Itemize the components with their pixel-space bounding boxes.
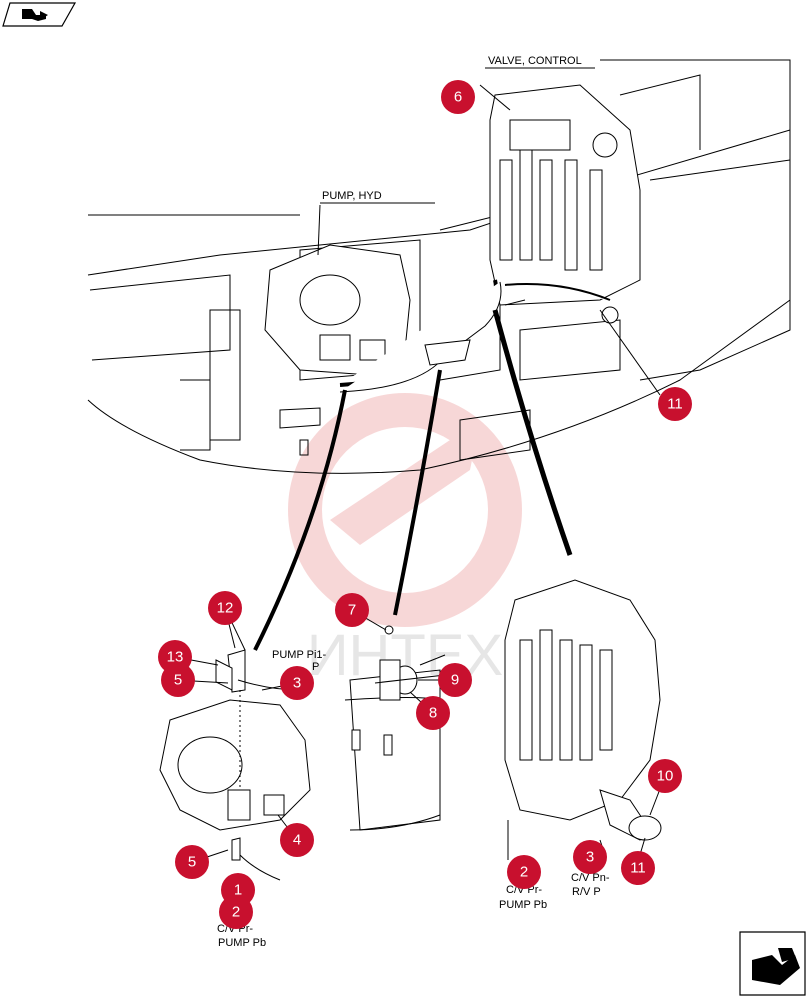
label-cv-pr-left-line2: PUMP Pb [218,937,266,949]
svg-text:12: 12 [217,600,234,617]
callouts: 6 11 12 13 5 3 7 9 8 4 5 1 2 2 3 10 11 [158,80,692,929]
hyd-pump-top [264,244,611,393]
label-pump-hyd: PUMP, HYD [322,190,382,202]
svg-text:4: 4 [293,832,301,849]
svg-text:3: 3 [293,675,301,692]
callout-5-upper[interactable]: 5 [161,663,195,697]
callout-6[interactable]: 6 [441,80,475,114]
control-valve-top [489,84,641,324]
detail-clamp [344,625,446,831]
detail-pump [159,649,311,881]
label-valve-control: VALVE, CONTROL [488,55,582,67]
svg-text:2: 2 [520,864,528,881]
svg-text:1: 1 [234,882,242,899]
detail-control-valve [504,579,662,860]
svg-text:7: 7 [348,602,356,619]
svg-text:9: 9 [451,672,459,689]
callout-2-left[interactable]: 2 [219,895,253,929]
label-pump-pi1-line1: PUMP Pi1- [272,649,327,661]
prev-page-button[interactable] [2,2,77,27]
svg-text:5: 5 [174,672,182,689]
label-cv-pr-right-line1: C/V Pr- [506,884,542,896]
svg-text:5: 5 [188,854,196,871]
callout-2-right[interactable]: 2 [507,855,541,889]
svg-text:8: 8 [429,705,437,722]
label-cv-pr-right-line2: PUMP Pb [499,899,547,911]
svg-text:10: 10 [657,768,674,785]
svg-text:13: 13 [167,649,184,666]
callout-10[interactable]: 10 [648,759,682,793]
callout-8[interactable]: 8 [416,696,450,730]
arrow-left-icon [22,9,48,21]
callout-7[interactable]: 7 [335,593,369,627]
callout-3-right[interactable]: 3 [573,840,607,874]
callout-11-bottom[interactable]: 11 [621,851,655,885]
next-page-button[interactable] [739,931,806,996]
callout-4[interactable]: 4 [280,823,314,857]
leader-lines [253,84,661,651]
callout-11-top[interactable]: 11 [658,387,692,421]
label-cv-pn-line1: C/V Pn- [571,872,610,884]
svg-text:6: 6 [454,89,462,106]
svg-text:11: 11 [630,860,646,877]
label-cv-pn-line2: R/V P [572,886,601,898]
label-pump-pi1-line2: P [312,661,319,673]
callout-5-lower[interactable]: 5 [175,845,209,879]
svg-text:3: 3 [586,849,594,866]
arrow-right-icon [752,948,800,985]
svg-text:11: 11 [667,396,683,413]
svg-text:2: 2 [232,904,240,921]
watermark-gear [288,393,522,627]
callout-12[interactable]: 12 [208,591,242,625]
callout-3-left[interactable]: 3 [280,666,314,700]
callout-9[interactable]: 9 [438,663,472,697]
